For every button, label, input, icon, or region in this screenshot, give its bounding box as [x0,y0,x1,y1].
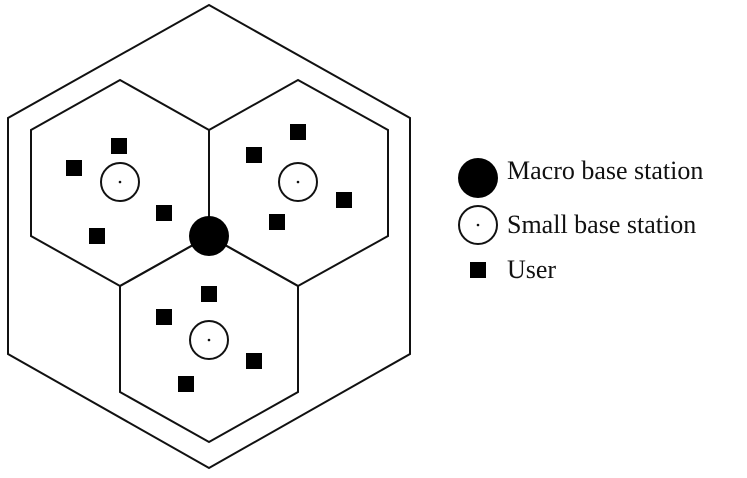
small-base-station-left [100,162,140,202]
legend-user-label: User [507,255,556,284]
small-base-station-right [278,162,318,202]
legend-macro-label: Macro base station [507,156,703,185]
user-marker [246,353,262,369]
legend: Macro base station Small base station Us… [458,156,703,284]
user-marker [156,205,172,221]
user-marker [246,147,262,163]
user-marker [201,286,217,302]
user-marker [156,309,172,325]
user-marker [336,192,352,208]
small-base-station-bottom [189,320,229,360]
macro-base-station [189,216,229,256]
user-marker [111,138,127,154]
macro-cell-boundary [7,3,411,470]
user-marker [66,160,82,176]
user-marker [269,214,285,230]
user-marker [178,376,194,392]
user-marker [290,124,306,140]
user-marker [89,228,105,244]
legend-small-icon [458,205,498,245]
legend-small-label: Small base station [507,210,696,239]
legend-user-icon [470,262,486,278]
small-cell-bottom [119,234,299,444]
legend-macro-icon [458,158,498,198]
